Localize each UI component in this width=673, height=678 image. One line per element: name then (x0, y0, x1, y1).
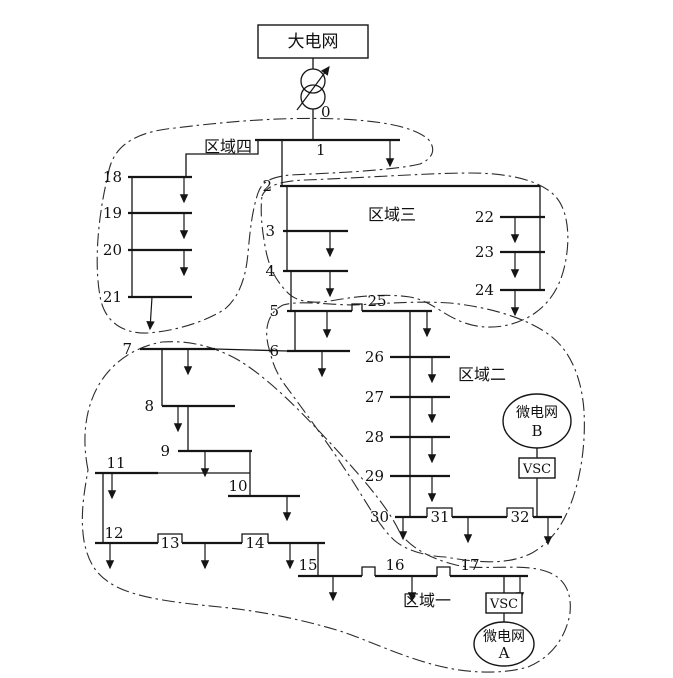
line-5-25 (351, 303, 363, 311)
bus-26-label: 26 (365, 348, 384, 366)
region-1-boundary (81, 341, 571, 673)
line-12-13 (157, 533, 183, 543)
utility-grid-and-transformer: 大电网 0 (257, 24, 369, 140)
region-2-boundary (266, 301, 585, 563)
bus-27-label: 27 (365, 388, 384, 406)
line-15-16 (361, 566, 376, 576)
line-13-14 (241, 533, 269, 543)
bus-5-label: 5 (269, 302, 279, 320)
bus-29-label: 29 (365, 467, 384, 485)
line-31-32 (506, 507, 534, 517)
bus-30-label: 30 (370, 508, 389, 526)
bus-17-label: 17 (460, 556, 479, 574)
vsc-b-label: VSC (522, 462, 551, 477)
region-1-label: 区域一 (403, 591, 451, 610)
microgrid-b-id: B (531, 422, 542, 440)
bus-25-label: 25 (367, 292, 386, 310)
region-boundaries (81, 117, 585, 673)
bus-18-label: 18 (103, 168, 122, 186)
bus-24-label: 24 (475, 281, 494, 299)
bus-12-label: 12 (104, 524, 123, 542)
bus-31-label: 31 (430, 508, 449, 526)
bus-32-label: 32 (510, 508, 529, 526)
region-2-buses: 区域二 5 25 26 27 28 29 30 31 32 微电网 (269, 271, 572, 546)
tap-changer-arrow (296, 66, 330, 111)
bus-1-label: 1 (316, 141, 326, 159)
region-3-buses: 区域三 2 3 4 22 23 24 (262, 177, 545, 317)
bus-15-label: 15 (298, 556, 317, 574)
region-3-label: 区域三 (368, 205, 416, 224)
main-grid-box (257, 24, 369, 59)
transformer-winding-top (300, 68, 326, 94)
bus-13-label: 13 (160, 534, 179, 552)
bus-3-label: 3 (265, 222, 275, 240)
bus-2-label: 2 (262, 177, 272, 195)
bus-7-label: 7 (122, 340, 132, 358)
bus-21-label: 21 (103, 288, 122, 306)
bus-28-label: 28 (365, 428, 384, 446)
line-1-18 (185, 140, 259, 177)
bus-14-label: 14 (245, 534, 264, 552)
region-4-label: 区域四 (204, 137, 252, 156)
main-grid-label: 大电网 (288, 32, 339, 52)
line-30-31 (426, 507, 453, 517)
microgrid-a-circle (473, 621, 535, 667)
bus-23-label: 23 (475, 243, 494, 261)
region-1-buses: 区域一 6 7 8 9 10 11 12 13 14 (95, 311, 535, 667)
microgrid-a-name: 微电网 (483, 629, 525, 645)
bus-1-group: 1 (185, 138, 400, 186)
vsc-a-label: VSC (489, 597, 518, 612)
bus-21-load-arrow (146, 296, 155, 331)
region-4-buses: 区域四 18 19 20 21 (103, 137, 252, 331)
bus-4-label: 4 (265, 262, 275, 280)
bus-11-label: 11 (106, 454, 125, 472)
bus-20-label: 20 (103, 241, 122, 259)
bus-8-label: 8 (144, 397, 154, 415)
region-2-label: 区域二 (458, 365, 506, 384)
bus-9-label: 9 (160, 442, 170, 460)
region-3-boundary (260, 172, 569, 328)
bus-10-label: 10 (228, 477, 247, 495)
microgrid-b-name: 微电网 (516, 405, 558, 421)
bus-0-label: 0 (321, 103, 331, 121)
bus-22-label: 22 (475, 208, 494, 226)
line-16-17 (436, 566, 451, 576)
microgrid-a-id: A (498, 644, 510, 662)
line-6-7 (214, 348, 288, 352)
bus-19-label: 19 (103, 204, 122, 222)
region-4-boundary (96, 117, 434, 334)
bus-16-label: 16 (385, 556, 404, 574)
